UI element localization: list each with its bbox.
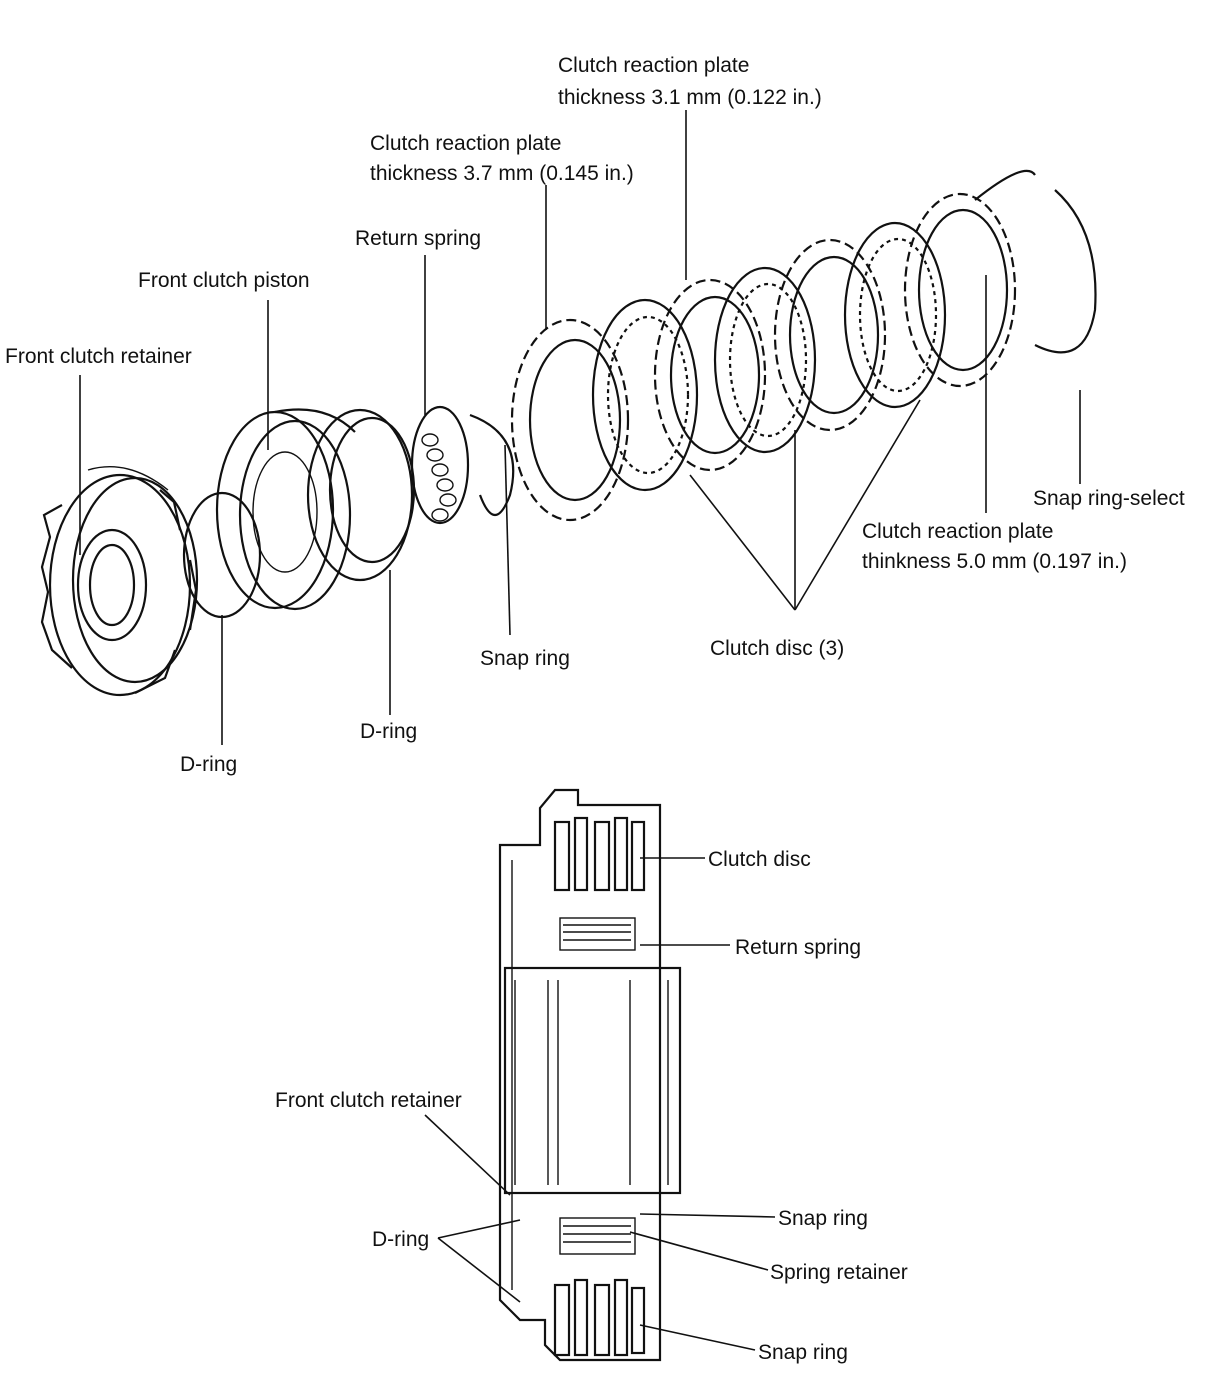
exploded-view: Clutch reaction plate thickness 3.1 mm (… — [5, 54, 1185, 776]
front-clutch-piston-part — [215, 408, 356, 611]
label-plate-31-line1: Clutch reaction plate — [558, 54, 749, 77]
top-return-spring — [559, 917, 636, 951]
reaction-plate-50-part — [903, 192, 1017, 388]
label-return-spring: Return spring — [355, 227, 481, 250]
reaction-plate-mid-part — [773, 238, 887, 432]
front-clutch-retainer-part — [40, 466, 199, 697]
exploded-leader-lines — [79, 110, 1081, 745]
cross-section-view: Clutch disc Return spring Front clutch r… — [275, 788, 908, 1364]
clutch-disc-1-part — [591, 298, 699, 492]
hub-section — [503, 966, 682, 1195]
reaction-plate-37-part — [510, 318, 630, 522]
label-plate-50-line2: thinkness 5.0 mm (0.197 in.) — [862, 550, 1127, 573]
return-spring-part — [410, 405, 470, 525]
snap-ring-part — [469, 413, 515, 516]
label-cs-front-clutch-retainer: Front clutch retainer — [275, 1089, 462, 1112]
clutch-disc-3-part — [843, 221, 947, 409]
label-front-clutch-piston: Front clutch piston — [138, 269, 310, 292]
label-cs-clutch-disc: Clutch disc — [708, 848, 811, 871]
label-d-ring-2: D-ring — [360, 720, 417, 743]
label-cs-snap-ring-1: Snap ring — [778, 1207, 868, 1230]
reaction-plate-31-part — [653, 278, 767, 472]
retainer-outline — [498, 788, 662, 1362]
label-plate-37-line1: Clutch reaction plate — [370, 132, 561, 155]
top-clutch-pack — [553, 816, 646, 892]
label-plate-37-line2: thickness 3.7 mm (0.145 in.) — [370, 162, 634, 185]
clutch-disc-2-part — [713, 266, 817, 454]
bottom-clutch-pack — [553, 1278, 646, 1357]
label-cs-snap-ring-2: Snap ring — [758, 1341, 848, 1364]
label-cs-d-ring: D-ring — [372, 1228, 429, 1251]
d-ring-2-part — [306, 408, 414, 582]
label-front-clutch-retainer: Front clutch retainer — [5, 345, 192, 368]
label-d-ring-1: D-ring — [180, 753, 237, 776]
bottom-return-spring — [559, 1217, 636, 1255]
label-cs-return-spring: Return spring — [735, 936, 861, 959]
snap-ring-select-part — [974, 169, 1097, 354]
label-snap-ring-select: Snap ring-select — [1033, 487, 1185, 510]
label-plate-31-line2: thickness 3.1 mm (0.122 in.) — [558, 86, 822, 109]
label-snap-ring: Snap ring — [480, 647, 570, 670]
label-clutch-disc-3: Clutch disc (3) — [710, 637, 844, 660]
cross-section-leader-lines — [424, 857, 776, 1351]
label-plate-50-line1: Clutch reaction plate — [862, 520, 1053, 543]
label-cs-spring-retainer: Spring retainer — [770, 1261, 908, 1284]
